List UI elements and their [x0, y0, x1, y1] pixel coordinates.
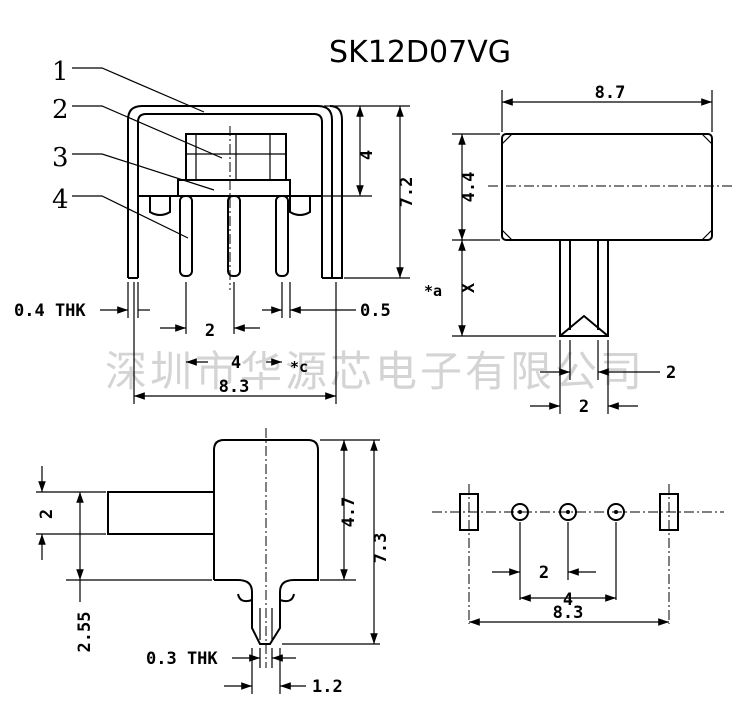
dim-thk: 0.4 THK [14, 301, 86, 321]
dim-pin-gap: 0.5 [360, 301, 391, 321]
dim-side-pin-width: 1.2 [312, 677, 343, 697]
pin-1 [179, 195, 193, 277]
leader-1 [72, 67, 205, 113]
dim-lever-travel: X [459, 282, 479, 293]
note-a: *a [424, 282, 442, 300]
pcb-hole-3 [607, 503, 625, 521]
side-pin [251, 600, 281, 645]
top-lever [559, 240, 609, 337]
callout-3: 3 [52, 143, 69, 173]
top-view: 8.7 4.4 X *a 2 2 [424, 83, 734, 417]
dim-height-total: 7.2 [397, 177, 417, 208]
dim-pitch-mid: 4 [231, 353, 241, 373]
base-foot-left [149, 196, 171, 216]
dim-lever-width: 2 [579, 397, 589, 417]
dim-side-lever-height: 2 [37, 509, 57, 519]
pin-3 [275, 195, 289, 277]
side-view: 2 2.55 4.7 7.3 0.3 THK 1.2 [36, 428, 391, 697]
dim-side-thk: 0.3 THK [146, 649, 218, 669]
dim-top-width: 8.7 [595, 83, 626, 103]
pcb-hole-1 [511, 503, 529, 521]
base-foot-right [289, 196, 311, 216]
leader-3 [72, 153, 215, 191]
dim-side-body-height: 4.7 [339, 497, 359, 528]
dim-height-top: 4 [357, 150, 377, 160]
dim-top-height: 4.4 [459, 172, 479, 203]
callout-1: 1 [52, 57, 69, 87]
dim-pcb-pitch-mid: 4 [563, 590, 573, 610]
dim-lever-offset: 2 [666, 363, 676, 383]
callout-2: 2 [52, 95, 69, 125]
shell-inner [137, 113, 323, 278]
dim-pitch-small: 2 [205, 321, 215, 341]
base [177, 179, 291, 197]
dim-pcb-overall: 8.3 [553, 603, 584, 623]
page-title: SK12D07VG [329, 35, 511, 70]
leader-2 [72, 105, 223, 159]
front-view: 1 2 3 4 4 7.2 [14, 57, 417, 404]
shell-frame [127, 105, 343, 279]
note-c: *c [290, 358, 308, 376]
side-body [213, 439, 319, 603]
dim-side-lever-offset: 2.55 [75, 612, 95, 653]
leader-4 [72, 195, 189, 239]
dim-pcb-pitch-small: 2 [539, 563, 549, 583]
pcb-view: 2 4 8.3 [432, 484, 724, 626]
pin-2 [227, 195, 241, 277]
side-lever [107, 491, 215, 535]
dim-overall: 8.3 [219, 377, 250, 397]
dim-side-total-height: 7.3 [371, 533, 391, 564]
callout-4: 4 [52, 185, 69, 215]
pcb-hole-2 [559, 503, 577, 521]
top-body [501, 133, 713, 241]
